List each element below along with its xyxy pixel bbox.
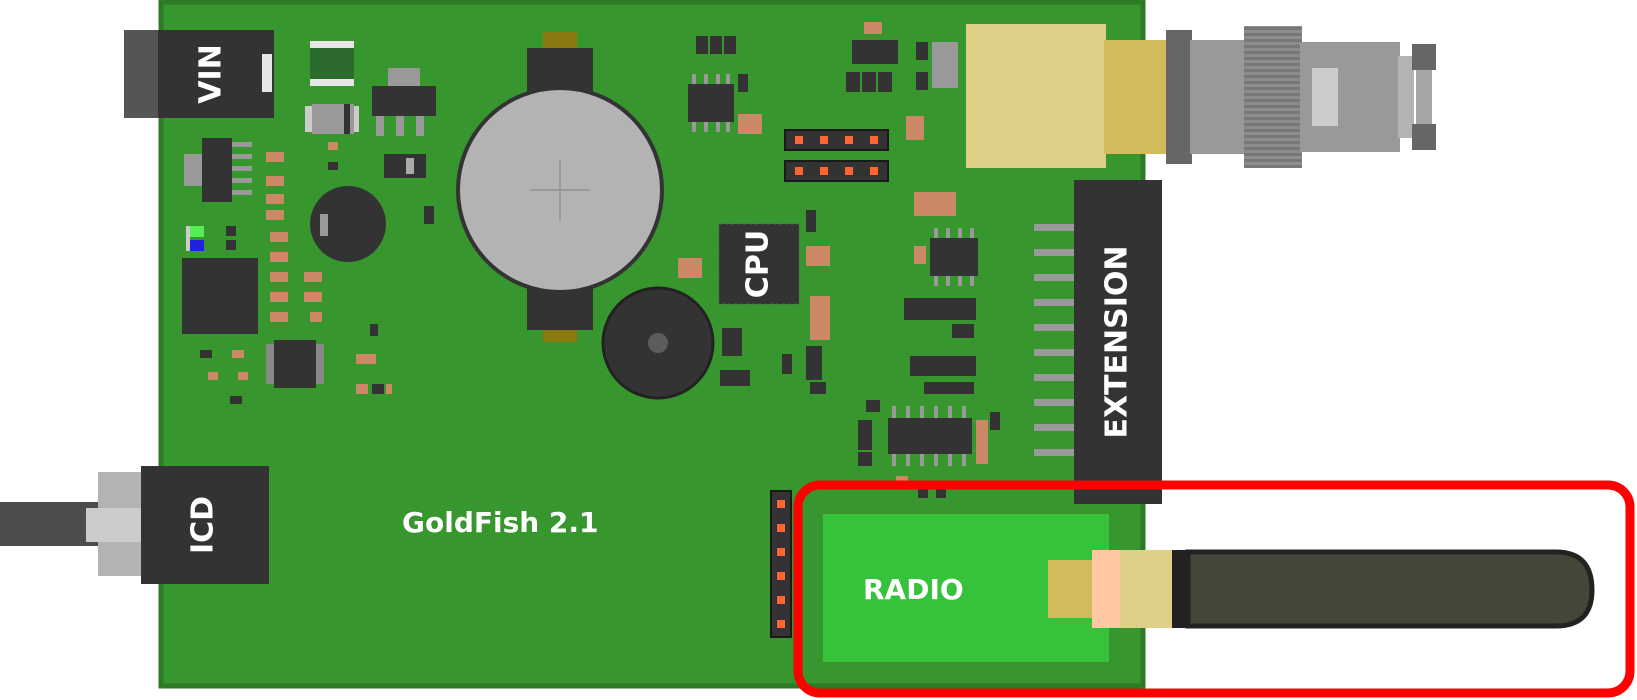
radio-label: RADIO — [863, 573, 964, 606]
sot-transistor — [384, 154, 426, 178]
left-ic — [184, 138, 252, 202]
radio-highlight-box — [793, 480, 1635, 698]
inductor — [310, 41, 354, 86]
extension-label: EXTENSION — [1100, 245, 1135, 438]
board-name: GoldFish 2.1 — [402, 506, 599, 539]
qfp-chip-left — [266, 340, 324, 388]
icd-cable — [0, 502, 100, 546]
icd-connector: ICD — [86, 466, 269, 584]
buzzer — [601, 286, 715, 400]
pin-header-vertical — [770, 490, 792, 638]
capacitor-left — [310, 186, 386, 262]
top-middle-components — [688, 36, 762, 134]
small-resistors-left — [328, 142, 338, 170]
pin-header-second — [784, 160, 889, 182]
resistor-array-left — [200, 152, 434, 404]
vin-label: VIN — [194, 44, 229, 104]
status-leds — [186, 226, 236, 251]
extension-connector: EXTENSION — [1034, 180, 1162, 504]
icd-label: ICD — [186, 496, 221, 554]
diode — [305, 104, 359, 134]
large-ic-left — [182, 258, 258, 334]
coin-cell-battery — [456, 32, 664, 342]
pin-header-top — [784, 129, 889, 151]
antenna — [1048, 549, 1595, 629]
cpu-chip: CPU — [718, 223, 800, 305]
cpu-label: CPU — [741, 230, 776, 298]
right-middle-ics — [858, 192, 1000, 498]
vin-connector: VIN — [124, 30, 274, 118]
bnc-connector — [966, 24, 1436, 168]
voltage-regulator — [372, 68, 436, 136]
top-right-components — [678, 22, 958, 394]
